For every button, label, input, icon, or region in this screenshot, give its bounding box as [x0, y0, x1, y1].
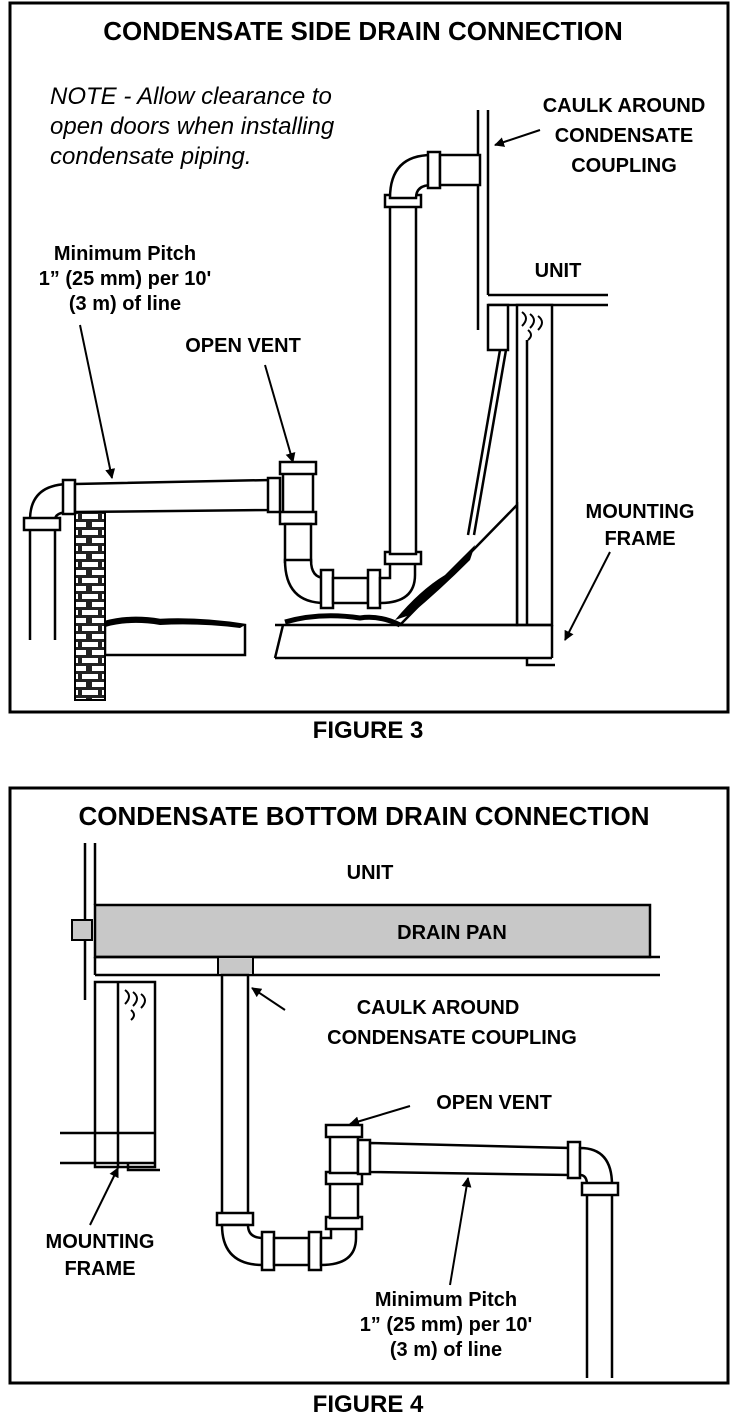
mounting-line-1: MOUNTING [586, 501, 695, 523]
caulk-arrow-fig4 [251, 987, 286, 1011]
pitch-arrow [79, 324, 116, 479]
caulk-fig4-line-1: CAULK AROUND [357, 997, 520, 1019]
note-line-1: NOTE - Allow clearance to [50, 83, 332, 110]
pitch-line-2: 1” (25 mm) per 10' [39, 268, 212, 290]
pitch-fig4-line-1: Minimum Pitch [375, 1289, 517, 1311]
mounting-fig4-line-1: MOUNTING [46, 1231, 155, 1253]
mounting-arrow-fig4 [89, 1167, 119, 1226]
figure-3-caption: FIGURE 3 [313, 717, 424, 744]
unit-label: UNIT [535, 260, 582, 282]
pitch-fig4-line-2: 1” (25 mm) per 10' [360, 1314, 533, 1336]
floor-slab [103, 613, 402, 659]
caulk-fig4-line-2: CONDENSATE COUPLING [327, 1027, 577, 1049]
pitch-fig4-line-3: (3 m) of line [390, 1339, 502, 1361]
brick-wall [74, 511, 106, 701]
drain-pan-label: DRAIN PAN [397, 922, 507, 944]
caulk-line-1: CAULK AROUND [543, 95, 706, 117]
figure-3: CONDENSATE SIDE DRAIN CONNECTION NOTE - … [8, 1, 730, 744]
side-drain-pipe [22, 150, 482, 640]
note-text: NOTE - Allow clearance to open doors whe… [50, 83, 335, 170]
figure-4: CONDENSATE BOTTOM DRAIN CONNECTION UNIT … [8, 786, 730, 1418]
figure-4-border [8, 786, 730, 1385]
mounting-arrow [564, 551, 611, 641]
open-vent-arrow [264, 364, 296, 463]
caulk-label: CAULK AROUND CONDENSATE COUPLING [543, 95, 706, 177]
mounting-frame-fig4 [60, 980, 160, 1172]
caulk-line-3: COUPLING [571, 155, 677, 177]
mounting-frame [275, 303, 555, 667]
drain-pan [93, 903, 652, 959]
mounting-frame-label: MOUNTING FRAME [586, 501, 695, 550]
figure-3-border [8, 1, 730, 714]
note-line-3: condensate piping. [50, 143, 252, 170]
caulk-label-fig4: CAULK AROUND CONDENSATE COUPLING [327, 997, 577, 1049]
mounting-line-2: FRAME [604, 528, 675, 550]
pitch-line-1: Minimum Pitch [54, 243, 196, 265]
open-vent-label: OPEN VENT [185, 335, 301, 357]
figure-4-title: CONDENSATE BOTTOM DRAIN CONNECTION [78, 801, 649, 831]
pitch-label-fig4: Minimum Pitch 1” (25 mm) per 10' (3 m) o… [360, 1289, 533, 1361]
open-vent-arrow-fig4 [349, 1105, 411, 1127]
caulk-line-2: CONDENSATE [555, 125, 694, 147]
mounting-fig4-line-2: FRAME [64, 1258, 135, 1280]
figure-4-caption: FIGURE 4 [313, 1391, 424, 1418]
note-line-2: open doors when installing [50, 113, 335, 140]
bottom-drain-pipe [215, 973, 620, 1378]
open-vent-label-fig4: OPEN VENT [436, 1092, 552, 1114]
figure-3-title: CONDENSATE SIDE DRAIN CONNECTION [103, 16, 623, 46]
unit-label-fig4: UNIT [347, 862, 394, 884]
caulk-arrow [494, 129, 541, 147]
pitch-line-3: (3 m) of line [69, 293, 181, 315]
mounting-frame-label-fig4: MOUNTING FRAME [46, 1231, 155, 1280]
pitch-label: Minimum Pitch 1” (25 mm) per 10' (3 m) o… [39, 243, 212, 315]
unit-casing [476, 110, 608, 352]
pitch-arrow-fig4 [449, 1177, 472, 1286]
drain-pan-assembly [71, 843, 660, 1000]
